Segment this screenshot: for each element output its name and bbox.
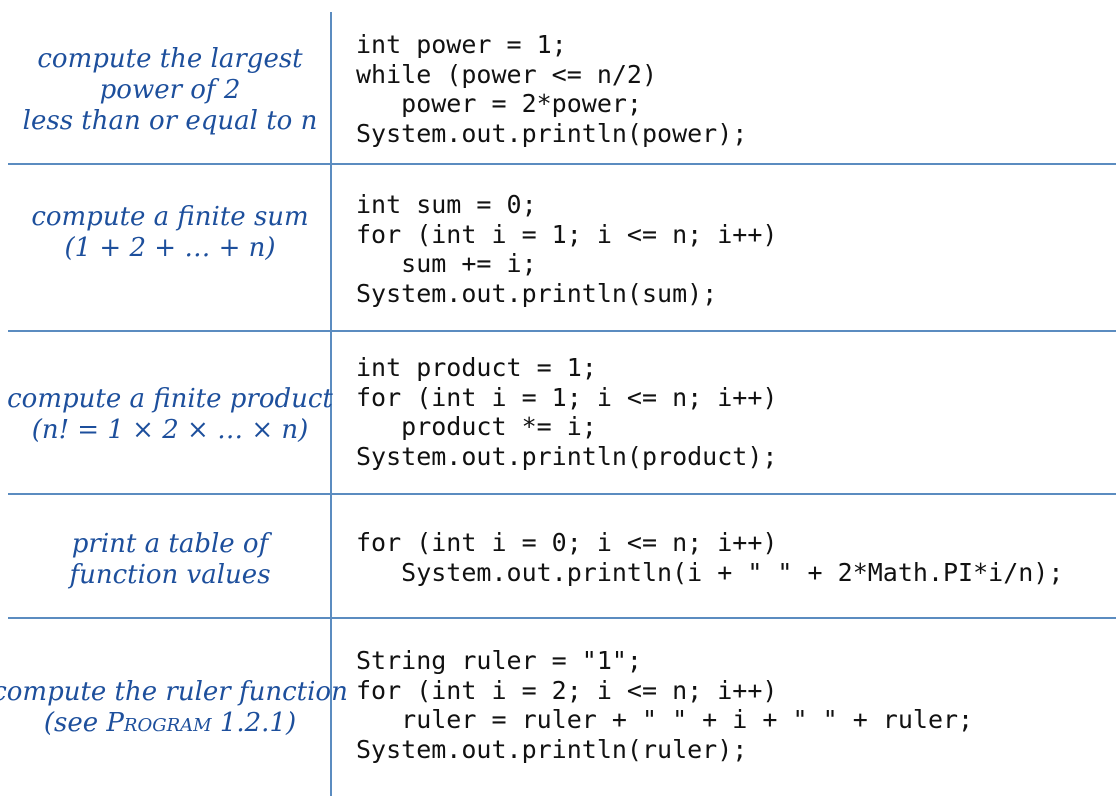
description-line: function values (69, 560, 271, 590)
code-snippet-ruler-function: String ruler = "1";for (int i = 2; i <= … (356, 646, 973, 764)
row-divider (8, 493, 1116, 495)
code-line: for (int i = 2; i <= n; i++) (356, 675, 778, 705)
description-line: (see Program 1.2.1) (44, 708, 296, 739)
code-line: int power = 1; (356, 30, 567, 59)
row-divider (8, 617, 1116, 619)
description-line: compute the largest (37, 43, 303, 74)
code-snippet-finite-sum: int sum = 0;for (int i = 1; i <= n; i++)… (356, 190, 777, 308)
code-line: ruler = ruler + " " + i + " " + ruler; (356, 705, 974, 734)
code-line: System.out.println(sum); (356, 278, 718, 308)
code-line: System.out.println(product); (356, 441, 778, 471)
code-line: for (int i = 1; i <= n; i++) (356, 382, 778, 412)
description-line: compute a finite sum (31, 202, 309, 232)
description-line: print a table of (71, 529, 269, 559)
code-line: product *= i; (356, 412, 597, 441)
row-divider (8, 330, 1116, 332)
code-line: System.out.println(i + " " + 2*Math.PI*i… (356, 557, 1064, 587)
program-reference: Program (106, 708, 212, 738)
code-line: String ruler = "1"; (356, 646, 642, 675)
description-line: compute the ruler function (0, 677, 348, 707)
description-line: compute a finite product (7, 384, 333, 414)
code-line: System.out.println(power); (356, 118, 748, 148)
code-line: System.out.println(ruler); (356, 734, 748, 764)
row-description-finite-product: compute a finite product (n! = 1 × 2 × …… (7, 380, 333, 450)
code-line: sum += i; (356, 249, 537, 278)
description-line: less than or equal to n (22, 105, 318, 136)
code-line: int sum = 0; (356, 190, 537, 219)
code-snippet-power-of-2: int power = 1;while (power <= n/2) power… (356, 30, 747, 148)
description-line: power of 2 (99, 74, 241, 105)
description-fragment: (see (43, 708, 107, 738)
code-line: for (int i = 1; i <= n; i++) (356, 219, 778, 249)
code-line: power = 2*power; (356, 89, 642, 118)
row-description-finite-sum: compute a finite sum (1 + 2 + … + n) (12, 198, 328, 268)
code-snippet-function-table: for (int i = 0; i <= n; i++) System.out.… (356, 528, 1063, 587)
row-description-power-of-2: compute the largest power of 2 less than… (12, 40, 328, 140)
description-fragment: 1.2.1) (211, 708, 297, 738)
code-line: for (int i = 0; i <= n; i++) (356, 528, 778, 557)
code-line: while (power <= n/2) (356, 59, 658, 89)
row-description-function-table: print a table of function values (12, 525, 328, 595)
code-line: int product = 1; (356, 353, 597, 382)
code-snippet-finite-product: int product = 1;for (int i = 1; i <= n; … (356, 353, 777, 471)
row-divider (8, 163, 1116, 165)
column-divider (330, 12, 332, 796)
description-line: (1 + 2 + … + n) (64, 233, 276, 263)
description-line: (n! = 1 × 2 × … × n) (31, 415, 309, 445)
row-description-ruler-function: compute the ruler function (see Program … (0, 673, 348, 743)
